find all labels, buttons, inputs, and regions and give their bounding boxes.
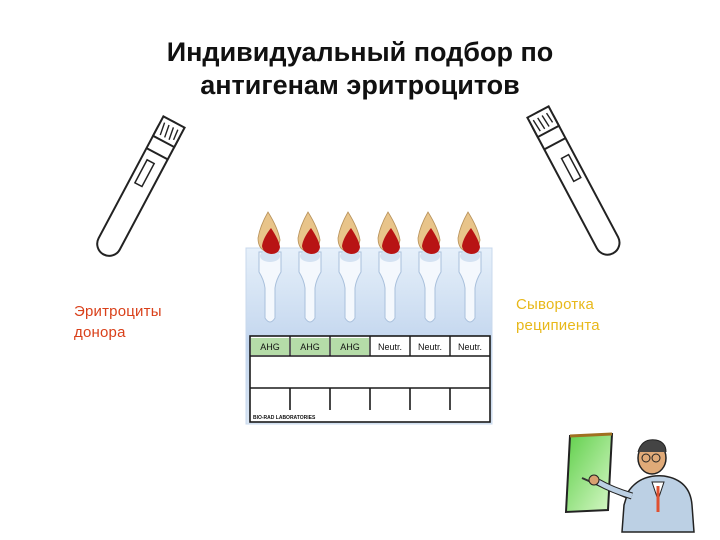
well-label: Neutr. (378, 342, 402, 352)
well-cell (451, 338, 489, 355)
title-line-2: антигенам эритроцитов (200, 70, 520, 100)
sample-drop (417, 211, 441, 254)
donor-label-line-2: донора (74, 324, 126, 341)
recipient-label: Сыворотка реципиента (516, 294, 600, 336)
well-cell (251, 338, 289, 355)
recipient-label-line-2: реципиента (516, 317, 600, 334)
blood-drop (262, 228, 280, 254)
well-cell (411, 338, 449, 355)
blood-drop (462, 228, 480, 254)
well-cell (331, 338, 369, 355)
recipient-label-line-1: Сыворотка (516, 296, 595, 313)
title-line-1: Индивидуальный подбор по (166, 37, 554, 67)
strip-dividers (289, 336, 451, 410)
well-row: AHG AHG AHG Neutr. Neutr. Neutr. (251, 338, 489, 355)
blood-drop (382, 228, 400, 254)
presenter-icon (564, 432, 695, 533)
blood-drop (342, 228, 360, 254)
microtube (338, 251, 362, 323)
microtube (258, 251, 282, 323)
microtube (298, 251, 322, 323)
donor-label-line-1: Эритроциты (74, 303, 162, 320)
well-label: Neutr. (418, 342, 442, 352)
microtube (418, 251, 442, 323)
recipient-test-tube-icon (526, 105, 621, 256)
sample-drop (297, 211, 321, 254)
well-cell (371, 338, 409, 355)
microtube (458, 251, 482, 323)
well-label: AHG (260, 342, 280, 352)
sample-drop (337, 211, 361, 254)
donor-test-tube-icon (96, 115, 186, 257)
well-label: Neutr. (458, 342, 482, 352)
gel-card-icon: AHG AHG AHG Neutr. Neutr. Neutr. BIO-RAD LABO… (245, 211, 493, 425)
blood-drop (422, 228, 440, 254)
manufacturer-label: BIO-RAD LABORATORIES (253, 415, 316, 421)
well-label: AHG (300, 342, 320, 352)
well-label: AHG (340, 342, 360, 352)
microtube (378, 251, 402, 323)
sample-drop (257, 211, 281, 254)
sample-drop (377, 211, 401, 254)
donor-label: Эритроциты донора (74, 301, 162, 343)
blood-drop (302, 228, 320, 254)
drops (257, 211, 481, 254)
slide-title: Индивидуальный подбор по антигенам эритр… (90, 36, 630, 102)
well-cell (291, 338, 329, 355)
sample-drop (457, 211, 481, 254)
